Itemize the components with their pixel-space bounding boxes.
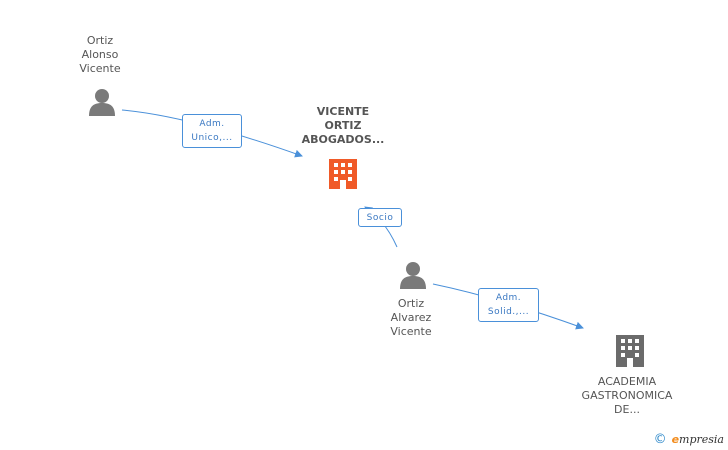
building-icon[interactable] bbox=[329, 159, 357, 189]
edge-label-socio[interactable]: Socio bbox=[358, 208, 402, 227]
person-icon[interactable] bbox=[89, 89, 115, 116]
edge-label-adm-unico[interactable]: Adm. Unico,... bbox=[182, 114, 242, 148]
building-icon[interactable] bbox=[616, 335, 644, 367]
node-label-vicente-ortiz[interactable]: VICENTE ORTIZ ABOGADOS... bbox=[301, 105, 385, 146]
brand-logo: empresia bbox=[671, 432, 724, 446]
node-label-academia[interactable]: ACADEMIA GASTRONOMICA DE... bbox=[581, 375, 673, 416]
person-icon[interactable] bbox=[400, 262, 426, 289]
node-label-ortiz-alonso[interactable]: Ortiz Alonso Vicente bbox=[79, 34, 121, 75]
copyright-icon: © bbox=[653, 431, 667, 447]
node-label-ortiz-alvarez[interactable]: Ortiz Alvarez Vicente bbox=[390, 297, 432, 338]
edge-label-adm-solid[interactable]: Adm. Solid.,... bbox=[478, 288, 539, 322]
brand-footer: © empresia bbox=[654, 430, 724, 448]
